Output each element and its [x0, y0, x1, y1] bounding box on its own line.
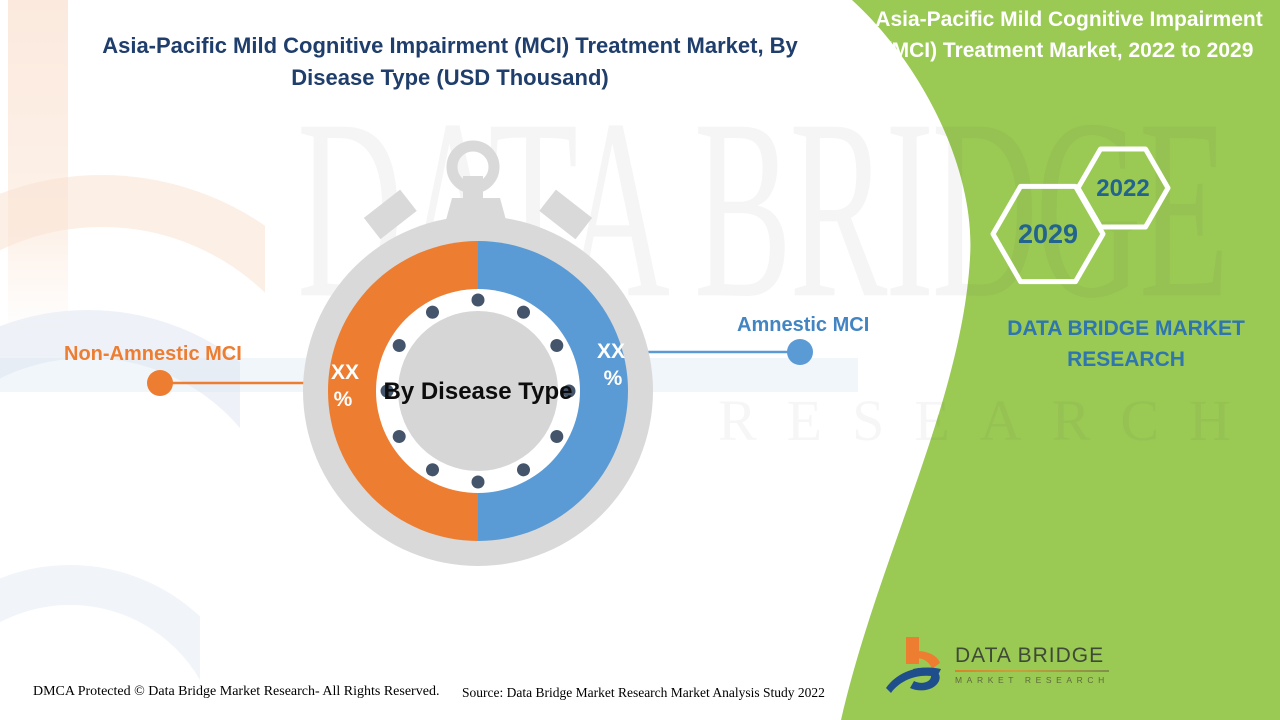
dial-center	[398, 311, 558, 471]
clock-tick-dots	[380, 293, 576, 489]
year-hexagons: 2029 2022	[990, 146, 1171, 285]
logo-wordmark: DATA BRIDGE	[955, 644, 1105, 667]
value-right-pct: %	[604, 367, 623, 390]
callout-dot-left	[147, 370, 173, 396]
segment-value-labels: XX % XX %	[331, 340, 625, 411]
stopwatch-donut-chart: By Disease Type XX % XX %	[147, 140, 813, 566]
year-2022: 2022	[1096, 175, 1149, 202]
donut-center-label: By Disease Type	[384, 378, 573, 405]
watermark-text-2: RESEARCH	[718, 388, 1261, 453]
hexagon-2022-icon	[1075, 146, 1171, 230]
hexagon-2029-icon	[990, 183, 1106, 285]
logo-tagline: MARKET RESEARCH	[955, 675, 1109, 685]
value-left-pct: %	[334, 388, 353, 411]
value-right-xx: XX	[597, 340, 625, 363]
chart-title: Asia-Pacific Mild Cognitive Impairment (…	[102, 33, 798, 90]
value-left-xx: XX	[331, 361, 359, 384]
callout-dot-right	[787, 339, 813, 365]
dmca-notice: DMCA Protected © Data Bridge Market Rese…	[33, 684, 440, 699]
logo-divider	[955, 670, 1109, 672]
label-amnestic-mci: Amnestic MCI	[737, 314, 870, 336]
ghost-logo-swoosh	[0, 300, 240, 530]
source-note: Source: Data Bridge Market Research Mark…	[462, 685, 825, 700]
year-2029: 2029	[1018, 219, 1078, 249]
ghost-logo-arc	[0, 150, 265, 335]
brand-name: DATA BRIDGE MARKET RESEARCH	[1007, 317, 1245, 371]
data-bridge-logo: DATA BRIDGE MARKET RESEARCH	[885, 636, 1109, 702]
side-panel-title: Asia-Pacific Mild Cognitive Impairment (…	[875, 8, 1263, 62]
data-bridge-logo-icon	[886, 637, 941, 693]
ghost-logo-swoosh-bottom	[0, 545, 200, 715]
label-non-amnestic-mci: Non-Amnestic MCI	[64, 343, 242, 365]
